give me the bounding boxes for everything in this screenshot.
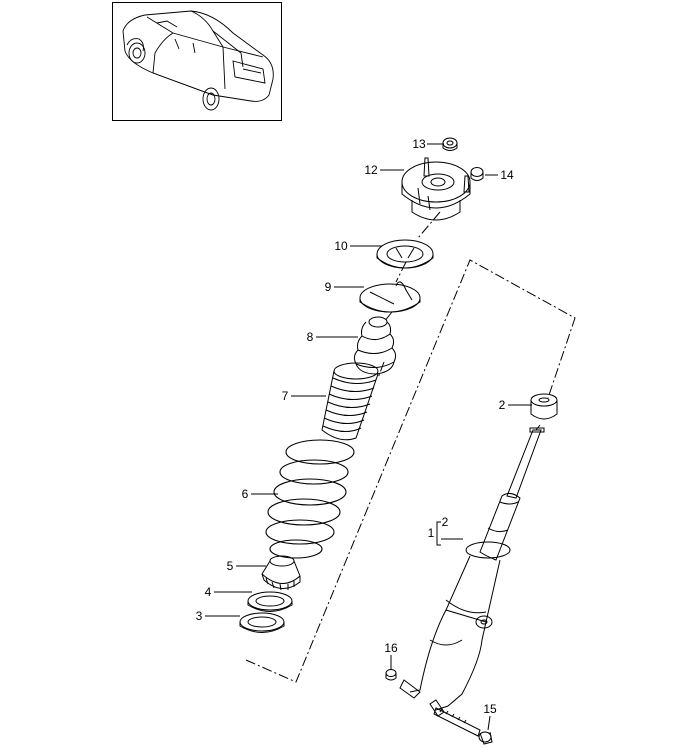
part-6-coil-spring [265, 439, 355, 559]
car-outline-icon [122, 10, 274, 111]
part-2-bushing [530, 393, 558, 420]
callout-2-bushing: 2 [498, 398, 506, 412]
callout-3: 3 [195, 609, 203, 623]
part-14-nut [470, 167, 484, 181]
callout-12: 12 [364, 163, 378, 177]
part-8-bump-stop [353, 316, 397, 375]
callout-10: 10 [334, 239, 348, 253]
callout-6: 6 [241, 487, 249, 501]
part-10-washer [376, 239, 434, 269]
callout-5: 5 [226, 559, 234, 573]
callout-16: 16 [384, 641, 398, 655]
part-5-spring-seat [261, 555, 301, 591]
part-9-cap [359, 281, 421, 313]
leader-lines [205, 143, 532, 731]
callout-8: 8 [306, 330, 314, 344]
callout-15: 15 [483, 702, 497, 716]
callout-7: 7 [281, 389, 289, 403]
part-3-washer [239, 612, 285, 633]
part-12-strut-mount [401, 157, 471, 221]
assembly-guide-lines [245, 211, 576, 683]
part-15-bolt [433, 707, 493, 745]
part-16-nut [385, 669, 397, 681]
callout-13: 13 [412, 137, 426, 151]
callout-2-bracket: 2 [441, 515, 449, 529]
callout-14: 14 [500, 168, 514, 182]
callout-9: 9 [324, 280, 332, 294]
part-4-washer [247, 591, 293, 612]
callout-4: 4 [204, 585, 212, 599]
part-7-dust-boot [321, 362, 379, 441]
part-13-nut [442, 137, 458, 151]
vehicle-thumbnail [112, 2, 282, 121]
callout-1: 1 [427, 526, 435, 540]
part-1-shock-absorber [399, 427, 545, 717]
